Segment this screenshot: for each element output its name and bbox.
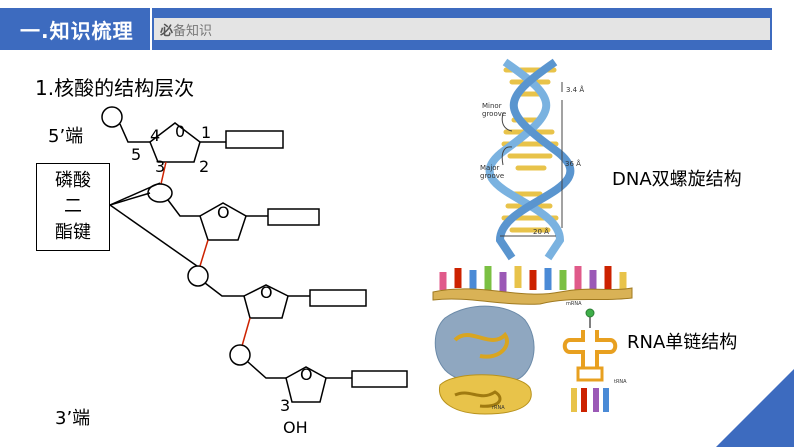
backbone-2: [167, 199, 200, 217]
phosphodiester-link-1: [160, 161, 167, 185]
major-groove-1: Major: [480, 164, 500, 172]
carbon-label-1: 1: [201, 123, 211, 142]
bond-label-line-1: 磷酸: [55, 170, 91, 191]
backbone-4: [247, 361, 286, 379]
ring-oxygen-1: 0: [175, 122, 185, 141]
sugar-ring-4: [285, 366, 327, 403]
dna-strand-1: [485, 58, 565, 261]
dna-structure-label: DNA双螺旋结构: [612, 169, 742, 190]
carbon-label-4: 4: [150, 126, 160, 145]
ribosome-figure: rRNA: [434, 305, 535, 415]
section-title-box: 一.知识梳理: [0, 8, 150, 50]
bond-label-line-2: 二: [64, 196, 82, 217]
ring-oxygen-3: O: [260, 283, 273, 302]
base-box-2: [267, 208, 320, 226]
base-box-4: [351, 370, 408, 388]
corner-decoration: [716, 369, 794, 447]
section-heading: 1.核酸的结构层次: [35, 76, 195, 100]
sugar-ring-1: [149, 122, 201, 163]
bond-arrow-1: [109, 182, 161, 206]
minor-groove-1: Minor: [482, 102, 502, 110]
phosphate-circle-3: [187, 265, 209, 287]
measure-mid: 36 Å: [565, 159, 581, 168]
subtitle: 必备知识: [160, 20, 212, 39]
carbon-label-3: 3: [155, 157, 165, 176]
trna-figure: tRNA: [562, 308, 627, 412]
five-prime-label: 5’端: [48, 126, 84, 147]
measure-top: 3.4 Å: [566, 85, 584, 94]
subtitle-inner: 必备知识: [154, 18, 770, 40]
mrna-label: mRNA: [566, 301, 582, 307]
backbone-3: [204, 282, 244, 297]
phosphodiester-bond-box: 磷酸 二 酯键: [36, 163, 110, 251]
hydroxyl-end: OH: [283, 418, 308, 437]
sugar-ring-3: [243, 284, 289, 319]
carbon-label-2: 2: [199, 157, 209, 176]
mrna-figure: mRNA: [432, 266, 633, 307]
subtitle-bar: 必备知识: [152, 8, 772, 50]
minor-groove-2: groove: [482, 110, 506, 118]
bond-arrow-3: [109, 204, 198, 267]
rrna-label: rRNA: [492, 405, 505, 411]
header-bar: 一.知识梳理 必备知识: [0, 8, 794, 50]
dna-strand-2: [495, 58, 575, 261]
major-groove-2: groove: [480, 172, 504, 180]
base-box-1: [225, 130, 284, 149]
bond-label-line-3: 酯键: [55, 222, 91, 243]
section-title: 一.知识梳理: [20, 18, 134, 43]
ring-oxygen-2: O: [217, 203, 230, 222]
dna-helix-figure: 3.4 Å Minor groove Major groove 36 Å 20 …: [480, 58, 584, 261]
trna-label: tRNA: [614, 379, 627, 385]
subtitle-rest: 备知识: [173, 23, 213, 39]
carbon-label-5: 5: [131, 145, 141, 164]
backbone-1: [119, 123, 150, 143]
carbon-label-3-end: 3: [280, 396, 290, 415]
bond-arrow-2: [109, 192, 151, 206]
phosphodiester-link-2: [199, 239, 209, 267]
subtitle-bold: 必: [160, 23, 174, 39]
phosphate-circle-1: [101, 106, 123, 128]
measure-bottom: 20 Å: [533, 227, 549, 236]
three-prime-label: 3’端: [55, 408, 91, 429]
base-box-3: [309, 289, 367, 307]
phosphate-circle-4: [229, 344, 251, 366]
ring-oxygen-4: O: [300, 365, 313, 384]
phosphodiester-link-3: [241, 317, 251, 347]
sugar-ring-2: [199, 202, 247, 241]
rna-structure-label: RNA单链结构: [627, 332, 738, 353]
